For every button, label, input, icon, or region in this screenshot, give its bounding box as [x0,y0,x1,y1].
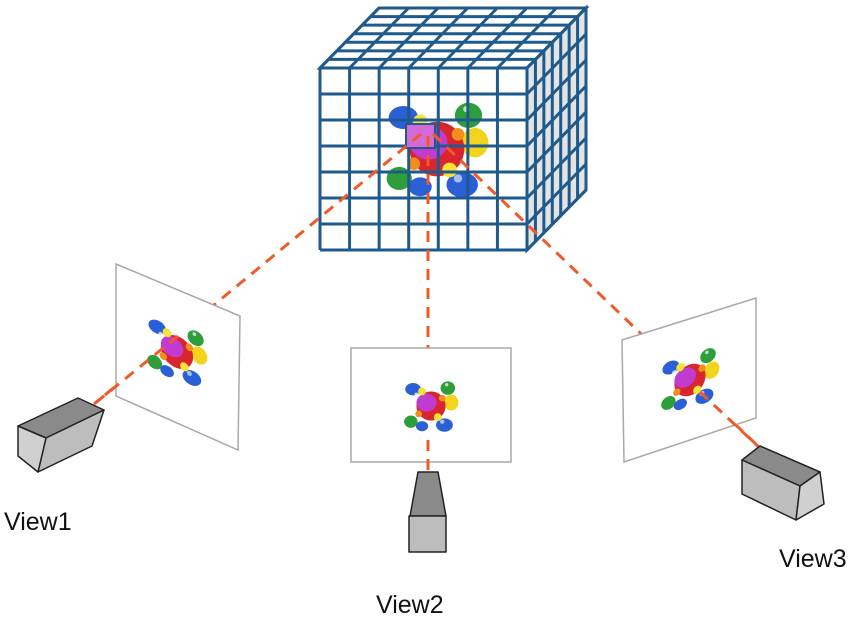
view1-label: View1 [4,508,72,536]
view2-label: View2 [376,591,444,619]
grid-line [525,188,588,252]
camera-icon-view1 [17,397,105,473]
view3-label: View3 [779,545,847,573]
camera-icon-view2 [408,471,447,553]
ray-view1 [93,132,422,406]
voxel-grid-cube [316,4,590,254]
cube-side-grid [525,6,588,252]
image-plane-view1 [115,262,241,452]
camera-icon-view3 [741,445,825,521]
image-plane-view3 [621,296,757,464]
image-plane-view2 [350,347,512,463]
